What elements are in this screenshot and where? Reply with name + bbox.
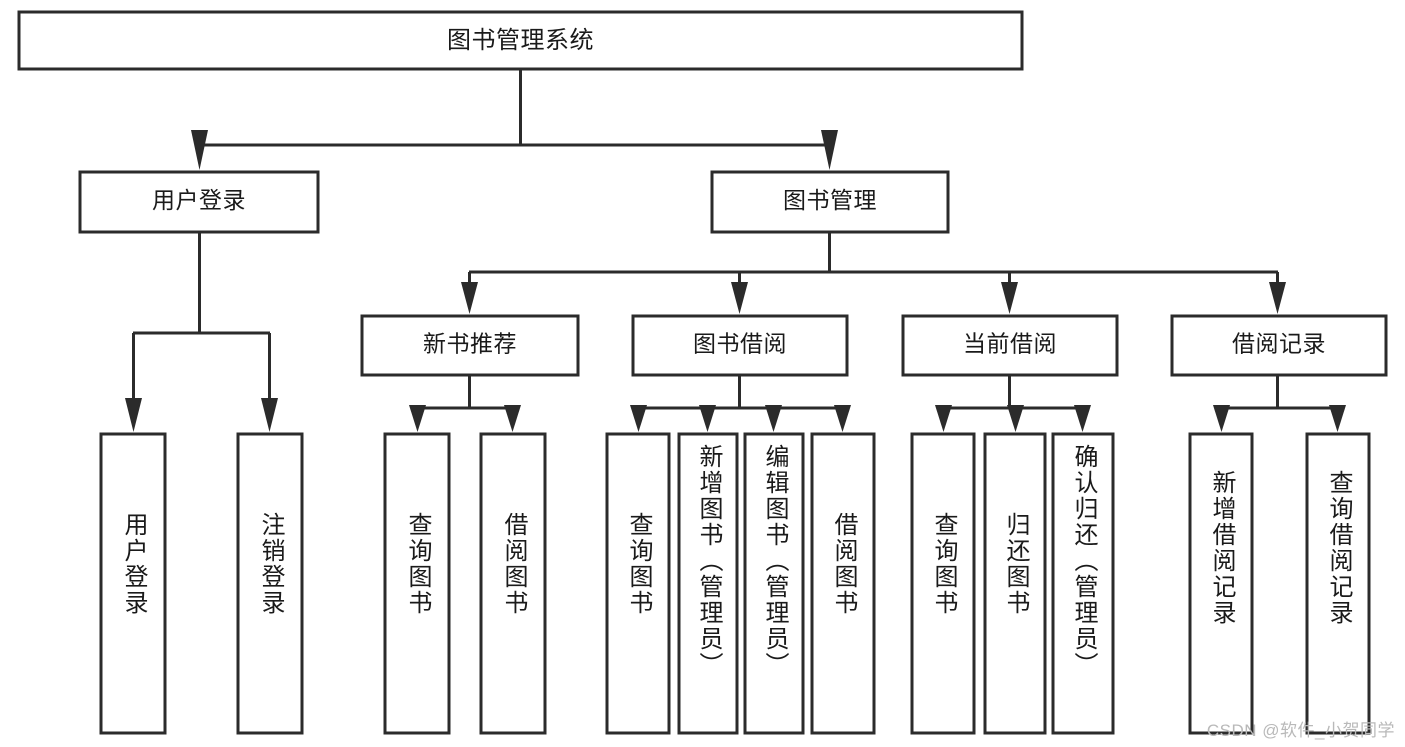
node-label-book-management: 图书管理 <box>783 187 877 213</box>
node-label-user-login: 用户登录 <box>152 187 246 213</box>
node-box-borrow-record[interactable] <box>1170 314 1388 377</box>
leaf-box-query-book-rec[interactable] <box>383 432 451 735</box>
connector-group-book-borrow <box>630 375 851 432</box>
connector-group-current-borrow <box>935 375 1091 432</box>
node-box-user-login[interactable] <box>78 170 320 234</box>
arrowhead-leaf-add-book <box>699 405 716 432</box>
arrowhead-leaf-borrow-book-1 <box>504 405 521 432</box>
arrowhead-leaf-add-record <box>1213 405 1230 432</box>
arrowhead-to-new-book-rec <box>461 282 478 314</box>
leaf-box-logout[interactable] <box>236 432 304 735</box>
node-box-book-management[interactable] <box>710 170 950 234</box>
leaf-box-add-book-admin[interactable] <box>677 432 739 735</box>
arrowhead-leaf-query-record <box>1329 405 1346 432</box>
node-box-book-borrow[interactable] <box>631 314 849 377</box>
csdn-watermark: CSDN @软件_小贺同学 <box>1206 721 1395 740</box>
arrowhead-leaf-edit-book <box>765 405 782 432</box>
leaf-box-borrow-book[interactable] <box>810 432 876 735</box>
leaf-box-query-book-borrow[interactable] <box>605 432 671 735</box>
arrowhead-to-book-manage <box>821 130 838 170</box>
connector-group-user-login <box>125 232 278 432</box>
node-label-new-book-recommend: 新书推荐 <box>423 331 517 357</box>
arrowhead-leaf-query-book-2 <box>630 405 647 432</box>
leaf-box-borrow-book-rec[interactable] <box>479 432 547 735</box>
connector-group-borrow-record <box>1213 375 1346 432</box>
leaf-box-confirm-return-admin[interactable] <box>1051 432 1115 735</box>
arrowhead-to-current-borrow <box>1001 282 1018 314</box>
arrowhead-leaf-confirm-return <box>1074 405 1091 432</box>
arrowhead-to-book-borrow <box>731 282 748 314</box>
arrowhead-leaf-query-book-1 <box>409 405 426 432</box>
node-book-management[interactable]: 图书管理 <box>710 170 950 234</box>
leaf-box-return-book[interactable] <box>983 432 1047 735</box>
leaf-box-edit-book-admin[interactable] <box>743 432 805 735</box>
node-label-current-borrow: 当前借阅 <box>963 331 1057 357</box>
arrowhead-to-borrow-record <box>1269 282 1286 314</box>
node-current-borrow[interactable]: 当前借阅 <box>901 314 1119 377</box>
node-label-book-borrow: 图书借阅 <box>693 331 787 357</box>
leaf-box-user-login[interactable] <box>99 432 167 735</box>
arrowhead-leaf-borrow-book-2 <box>834 405 851 432</box>
node-borrow-record[interactable]: 借阅记录 <box>1170 314 1388 377</box>
connector-group-root <box>191 69 838 170</box>
node-box-root[interactable] <box>17 10 1024 71</box>
node-box-current-borrow[interactable] <box>901 314 1119 377</box>
arrowhead-leaf-query-book-3 <box>935 405 952 432</box>
leaf-box-query-borrow-record[interactable] <box>1305 432 1371 735</box>
arrowhead-leaf-logout <box>261 398 278 432</box>
node-book-borrow[interactable]: 图书借阅 <box>631 314 849 377</box>
node-label-root: 图书管理系统 <box>447 27 594 54</box>
node-new-book-recommend[interactable]: 新书推荐 <box>360 314 580 377</box>
node-root-book-management-system[interactable]: 图书管理系统 <box>17 10 1024 71</box>
arrowhead-leaf-return-book <box>1007 405 1024 432</box>
arrowhead-to-user-login <box>191 130 208 170</box>
leaf-box-add-borrow-record[interactable] <box>1188 432 1254 735</box>
node-box-new-book-recommend[interactable] <box>360 314 580 377</box>
leaf-box-query-book-current[interactable] <box>910 432 976 735</box>
connector-group-new-book-rec <box>409 375 521 432</box>
arrowhead-leaf-user-login <box>125 398 142 432</box>
connector-group-book-manage <box>461 232 1286 314</box>
node-label-borrow-record: 借阅记录 <box>1232 331 1326 357</box>
node-user-login[interactable]: 用户登录 <box>78 170 320 234</box>
